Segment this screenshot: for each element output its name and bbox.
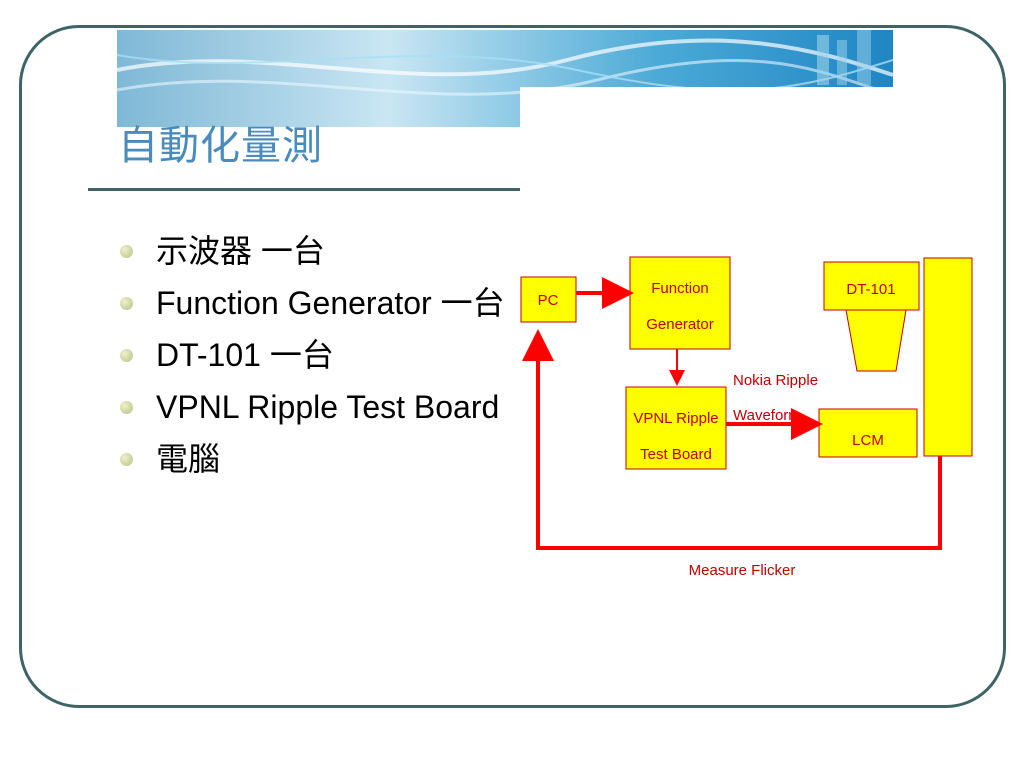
title-underline xyxy=(88,188,520,191)
bullet-item: Function Generator 一台 xyxy=(118,284,518,322)
bullet-item: 電腦 xyxy=(118,440,518,478)
pc-node: PC xyxy=(520,276,577,323)
bullet-text: 示波器 一台 xyxy=(156,233,325,269)
measure-flicker-feedback-arrow xyxy=(522,329,942,550)
slide-frame xyxy=(19,25,1006,708)
bullet-text: Function Generator 一台 xyxy=(156,285,505,321)
pc-label: PC xyxy=(538,292,559,309)
function-generator-label-2: Generator xyxy=(646,316,714,333)
bullet-text: VPNL Ripple Test Board xyxy=(156,389,500,425)
dt101-label: DT-101 xyxy=(846,281,895,298)
dt101-node: DT-101 xyxy=(823,261,920,372)
nokia-ripple-label-1: Nokia Ripple xyxy=(733,372,818,389)
lcm-node: LCM xyxy=(818,408,918,458)
measure-flicker-label: Measure Flicker xyxy=(689,562,796,579)
bullet-item: VPNL Ripple Test Board xyxy=(118,388,518,426)
bullet-item: DT-101 一台 xyxy=(118,336,518,374)
bullet-text: DT-101 一台 xyxy=(156,337,334,373)
measurement-diagram: PC Function Generator DT-101 VPNL Ripple… xyxy=(520,256,973,579)
bullet-text: 電腦 xyxy=(156,441,221,477)
bullet-item: 示波器 一台 xyxy=(118,232,518,270)
vpnl-board-node: VPNL Ripple Test Board xyxy=(625,386,727,470)
dt101-probe-icon xyxy=(845,309,907,372)
bullet-dot-icon xyxy=(120,297,133,310)
slide-title: 自動化量測 xyxy=(118,123,323,169)
bullet-dot-icon xyxy=(120,349,133,362)
nokia-ripple-label-2: Waveform xyxy=(733,407,801,424)
bullet-dot-icon xyxy=(120,245,133,258)
bullet-dot-icon xyxy=(120,453,133,466)
bullet-list: 示波器 一台 Function Generator 一台 DT-101 一台 V… xyxy=(118,232,518,492)
lcm-label: LCM xyxy=(852,432,884,449)
vpnl-label-2: Test Board xyxy=(640,446,712,463)
bullet-dot-icon xyxy=(120,401,133,414)
display-panel xyxy=(923,257,973,457)
function-generator-node: Function Generator xyxy=(629,256,731,350)
vpnl-label-1: VPNL Ripple xyxy=(633,410,718,427)
banner-cutout xyxy=(520,87,900,132)
function-generator-label-1: Function xyxy=(651,280,709,297)
